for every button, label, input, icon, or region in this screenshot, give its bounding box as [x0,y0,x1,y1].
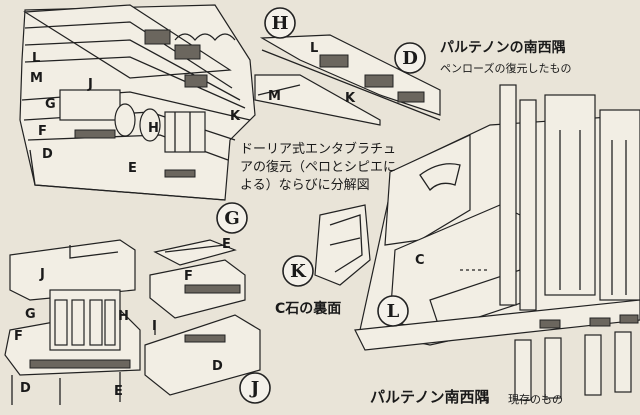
svg-text:L: L [387,301,400,322]
caption-stone-c-underside: C石の裏面 [275,301,342,317]
exploded-view-left-drawing [4,239,141,405]
part-label-l-corner: L [310,41,318,56]
part-label-i-middle: I [152,319,157,334]
svg-text:D: D [402,48,418,69]
part-label-l: L [32,51,40,66]
part-label-e: E [128,161,137,176]
caption-entablature-line1: ドーリア式エンタブラチュ [240,142,397,157]
caption-corner-restoration-subtitle: ペンローズの復元したもの [440,62,572,75]
circled-label-d: D [394,42,426,74]
part-label-j-lower: J [39,267,45,282]
part-label-e-lower: E [114,384,123,399]
part-label-d: D [42,147,53,162]
part-label-f-lower: F [14,329,23,344]
stone-c-underside-drawing [314,204,371,286]
corner-detail-drawing [254,34,441,126]
svg-text:K: K [290,261,307,282]
caption-entablature-line3: よる）ならびに分解図 [240,178,370,193]
part-label-f-middle: F [184,269,193,284]
part-label-k-corner: K [345,91,356,106]
caption-corner-existing-subtitle: 現存のもの [508,393,563,406]
circled-label-h: H [264,7,296,39]
part-label-g-lower: G [25,307,36,322]
part-label-g: G [45,97,56,112]
circled-label-j: J [239,372,271,404]
part-label-c: C [415,253,425,268]
caption-entablature-line2: アの復元（ペロとシピエに [240,160,397,175]
circled-label-k: K [282,255,314,287]
part-label-k: K [230,109,241,124]
svg-text:J: J [249,378,260,399]
part-label-f: F [38,124,47,139]
part-label-d-lower: D [20,381,31,396]
part-label-h-lower: H [118,309,129,324]
part-label-e-middle: E [222,237,231,252]
svg-text:H: H [271,13,288,34]
entablature-reconstruction-drawing [19,4,256,201]
circled-label-l: L [377,295,409,327]
caption-corner-restoration-title: パルテノンの南西隅 [440,40,566,56]
caption-corner-existing-title: パルテノン南西隅 [370,388,490,406]
part-label-m-corner: M [268,89,281,104]
svg-text:G: G [224,208,239,229]
part-label-j: J [87,77,93,92]
part-label-d-middle: D [212,359,223,374]
part-label-m: M [30,71,43,86]
part-label-h: H [148,121,159,136]
circled-label-g: G [216,202,248,234]
exploded-view-middle-drawing [144,239,261,396]
parthenon-corner-drawing [354,84,640,401]
